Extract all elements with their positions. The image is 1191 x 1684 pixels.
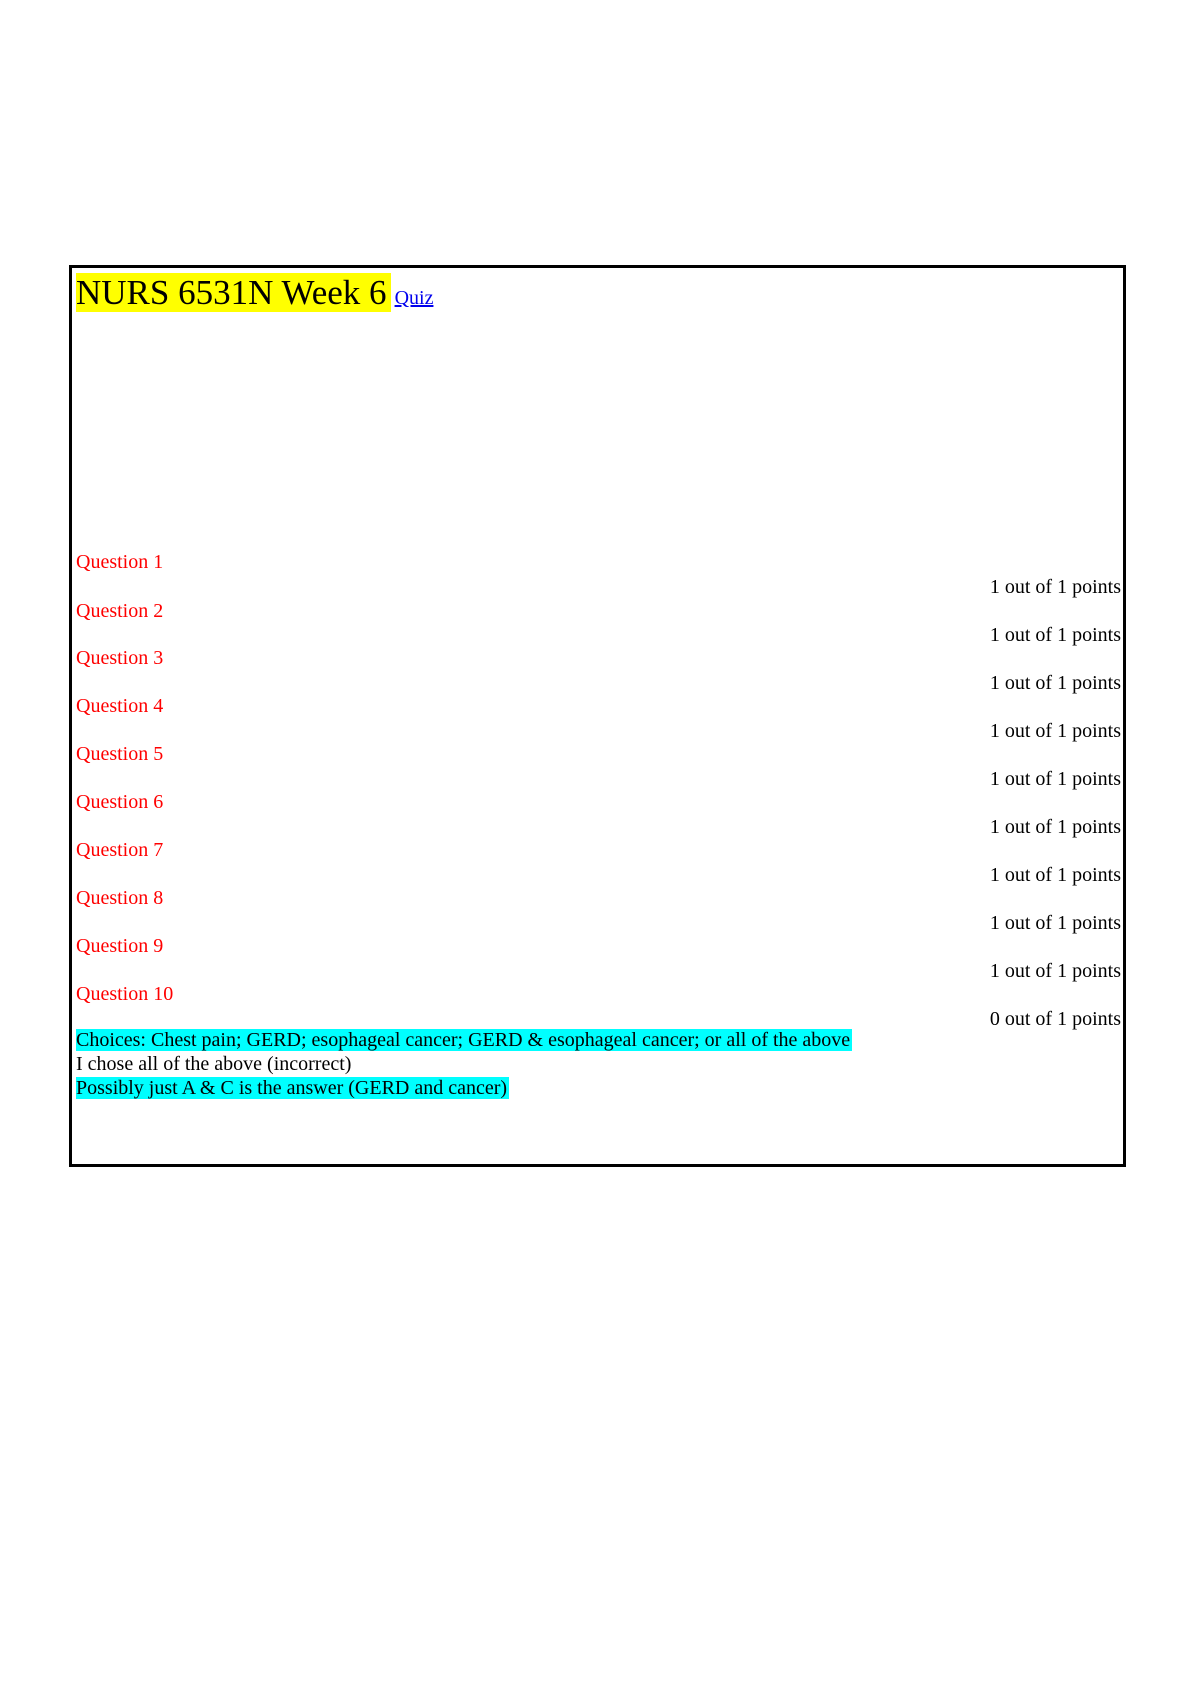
question-label-7: Question 7 — [76, 839, 164, 861]
question-label-4: Question 4 — [76, 695, 164, 717]
question-label-6: Question 6 — [76, 791, 164, 813]
question-points-3: 1 out of 1 points — [989, 672, 1121, 694]
question-label-10: Question 10 — [76, 983, 174, 1005]
question-points-1: 1 out of 1 points — [989, 576, 1121, 598]
question-points-2: 1 out of 1 points — [989, 624, 1121, 646]
question-label-5: Question 5 — [76, 743, 164, 765]
question-points-5: 1 out of 1 points — [989, 768, 1121, 790]
question-label-3: Question 3 — [76, 647, 164, 669]
question-label-8: Question 8 — [76, 887, 164, 909]
question-label-1: Question 1 — [76, 551, 164, 573]
quiz-frame: NURS 6531N Week 6 Quiz Question 1 1 out … — [69, 265, 1126, 1167]
note-choices-line: Choices: Chest pain; GERD; esophageal ca… — [76, 1028, 853, 1052]
question-label-2: Question 2 — [76, 600, 164, 622]
title-row: NURS 6531N Week 6 Quiz — [76, 273, 434, 312]
question-points-7: 1 out of 1 points — [989, 864, 1121, 886]
question-points-4: 1 out of 1 points — [989, 720, 1121, 742]
note-choices: Choices: Chest pain; GERD; esophageal ca… — [76, 1029, 853, 1051]
note-possible: Possibly just A & C is the answer (GERD … — [76, 1077, 510, 1099]
question-points-9: 1 out of 1 points — [989, 960, 1121, 982]
question-points-8: 1 out of 1 points — [989, 912, 1121, 934]
question-label-9: Question 9 — [76, 935, 164, 957]
page-title: NURS 6531N Week 6 — [76, 273, 391, 312]
note-chosen: I chose all of the above (incorrect) — [76, 1053, 352, 1075]
quiz-link[interactable]: Quiz — [394, 287, 434, 309]
note-chosen-line: I chose all of the above (incorrect) — [76, 1052, 852, 1076]
question-points-6: 1 out of 1 points — [989, 816, 1121, 838]
answer-notes: Choices: Chest pain; GERD; esophageal ca… — [76, 1028, 853, 1100]
note-possible-line: Possibly just A & C is the answer (GERD … — [76, 1076, 852, 1100]
question-points-10: 0 out of 1 points — [989, 1008, 1121, 1030]
